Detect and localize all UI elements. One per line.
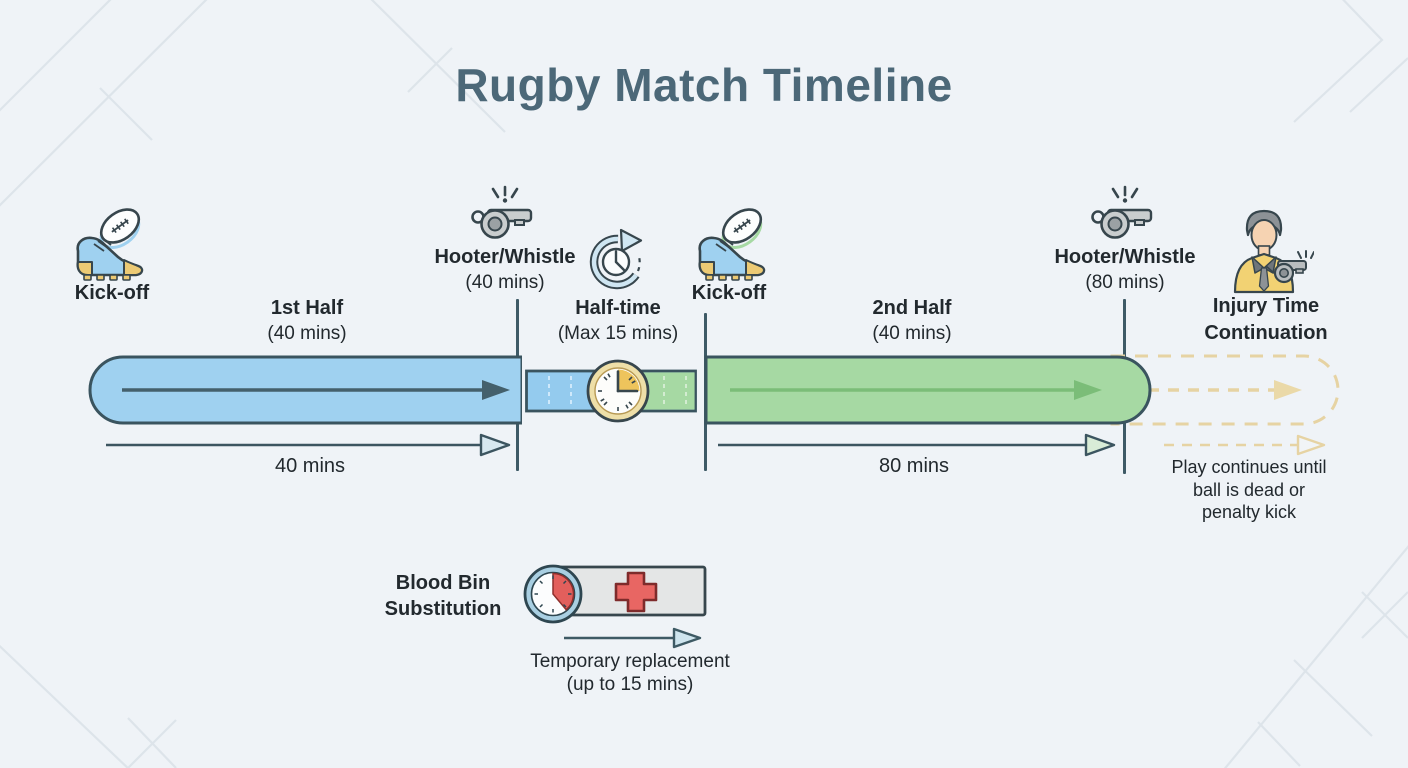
blood-bin-arrow xyxy=(564,627,702,649)
hooter-second-label: Hooter/Whistle (80 mins) xyxy=(1054,246,1196,293)
injury-time-dashed-bar xyxy=(1110,354,1340,426)
blood-bin-note: Temporary replacement (up to 15 mins) xyxy=(530,651,730,695)
kickoff-boot-ball-icon xyxy=(698,208,766,281)
blood-bin-box xyxy=(555,565,707,617)
injury-time-note: Play continues until ball is dead or pen… xyxy=(1171,457,1327,522)
referee-with-whistle-icon xyxy=(1233,209,1314,294)
medical-cross-icon xyxy=(614,571,658,613)
elapsed-arrow-first-half xyxy=(106,433,511,457)
kickoff-second-label: Kick-off xyxy=(691,282,767,304)
whistle-icon xyxy=(471,185,533,239)
whistle-icon xyxy=(1091,185,1153,239)
second-half-arrow-head xyxy=(1074,380,1102,400)
blood-bin-stopwatch-icon xyxy=(523,564,583,624)
hooter-first-label: Hooter/Whistle (40 mins) xyxy=(434,246,576,293)
clock-rotation-arrow-icon xyxy=(589,228,643,290)
elapsed-second-label: 80 mins xyxy=(878,455,950,477)
injury-time-dashed-arrow xyxy=(1164,434,1326,456)
first-half-bar xyxy=(88,355,522,425)
page-title: Rugby Match Timeline xyxy=(455,59,953,111)
kickoff-first-label: Kick-off xyxy=(74,282,150,304)
second-half-label: 2nd Half (40 mins) xyxy=(872,297,952,344)
first-half-arrow-head xyxy=(482,380,510,400)
kickoff-boot-ball-icon xyxy=(76,208,144,281)
elapsed-arrow-second-half xyxy=(718,433,1116,457)
half-time-clock-icon xyxy=(586,359,650,423)
elapsed-first-label: 40 mins xyxy=(274,455,346,477)
blood-bin-label: Blood Bin Substitution xyxy=(384,572,502,620)
half-time-label: Half-time (Max 15 mins) xyxy=(557,297,679,344)
second-half-bar xyxy=(704,355,1152,425)
injury-time-label: Injury Time Continuation xyxy=(1204,295,1328,344)
first-half-label: 1st Half (40 mins) xyxy=(267,297,347,344)
